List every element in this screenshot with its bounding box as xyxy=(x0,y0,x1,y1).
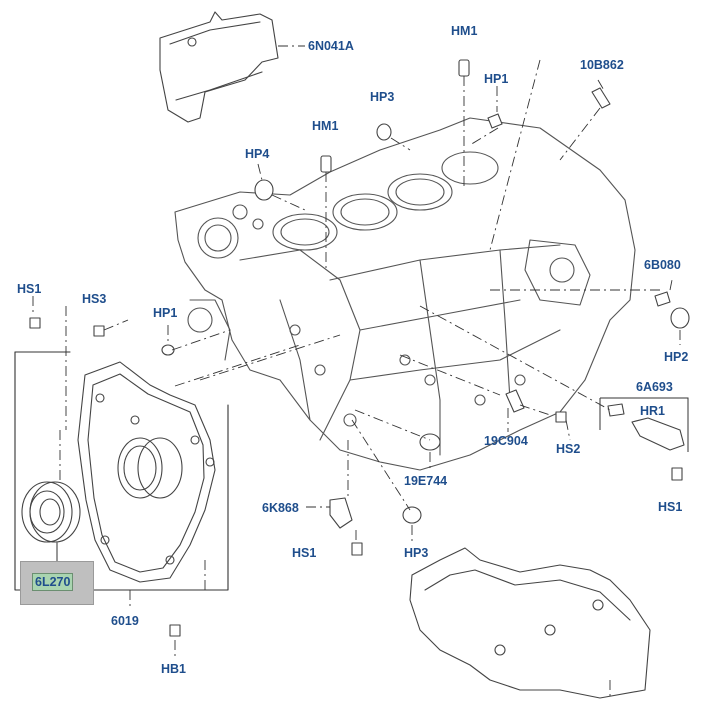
bracket-6a693 xyxy=(599,397,689,452)
callout-hp2[interactable]: HP2 xyxy=(664,350,689,364)
callout-10b862[interactable]: 10B862 xyxy=(580,58,624,72)
callout-hs2[interactable]: HS2 xyxy=(556,442,581,456)
callout-hp1-left[interactable]: HP1 xyxy=(153,306,178,320)
callout-hs1-left[interactable]: HS1 xyxy=(17,282,42,296)
callout-6n041a[interactable]: 6N041A xyxy=(308,39,354,53)
callout-6l270-selected[interactable]: 6L270 xyxy=(32,573,74,591)
engine-block xyxy=(174,117,636,471)
callout-hr1[interactable]: HR1 xyxy=(640,404,666,418)
callout-hp1-top[interactable]: HP1 xyxy=(484,72,509,86)
callout-6019[interactable]: 6019 xyxy=(111,614,139,628)
callout-6k868[interactable]: 6K868 xyxy=(262,501,299,515)
callout-hp3-top[interactable]: HP3 xyxy=(370,90,395,104)
callout-6a693[interactable]: 6A693 xyxy=(636,380,673,394)
heat-shield-part xyxy=(159,11,279,123)
callout-hp3-bottom[interactable]: HP3 xyxy=(404,546,429,560)
front-cover-part xyxy=(77,361,216,583)
callout-hm1-mid[interactable]: HM1 xyxy=(312,119,339,133)
leader-lines xyxy=(32,45,681,700)
crankshaft-seal-part xyxy=(21,481,81,563)
callout-19e744[interactable]: 19E744 xyxy=(404,474,448,488)
callout-hs1-right[interactable]: HS1 xyxy=(658,500,683,514)
callout-hp4[interactable]: HP4 xyxy=(245,147,270,161)
callout-6b080[interactable]: 6B080 xyxy=(644,258,681,272)
callout-hm1-top[interactable]: HM1 xyxy=(451,24,478,38)
callout-hs1-bottom[interactable]: HS1 xyxy=(292,546,317,560)
front-cover-bracket-lines xyxy=(14,351,229,591)
fastener-parts xyxy=(29,59,690,637)
callout-19c904[interactable]: 19C904 xyxy=(484,434,528,448)
callout-hb1[interactable]: HB1 xyxy=(161,662,187,676)
callout-hs3[interactable]: HS3 xyxy=(82,292,107,306)
lower-heat-shield-part xyxy=(409,547,651,699)
